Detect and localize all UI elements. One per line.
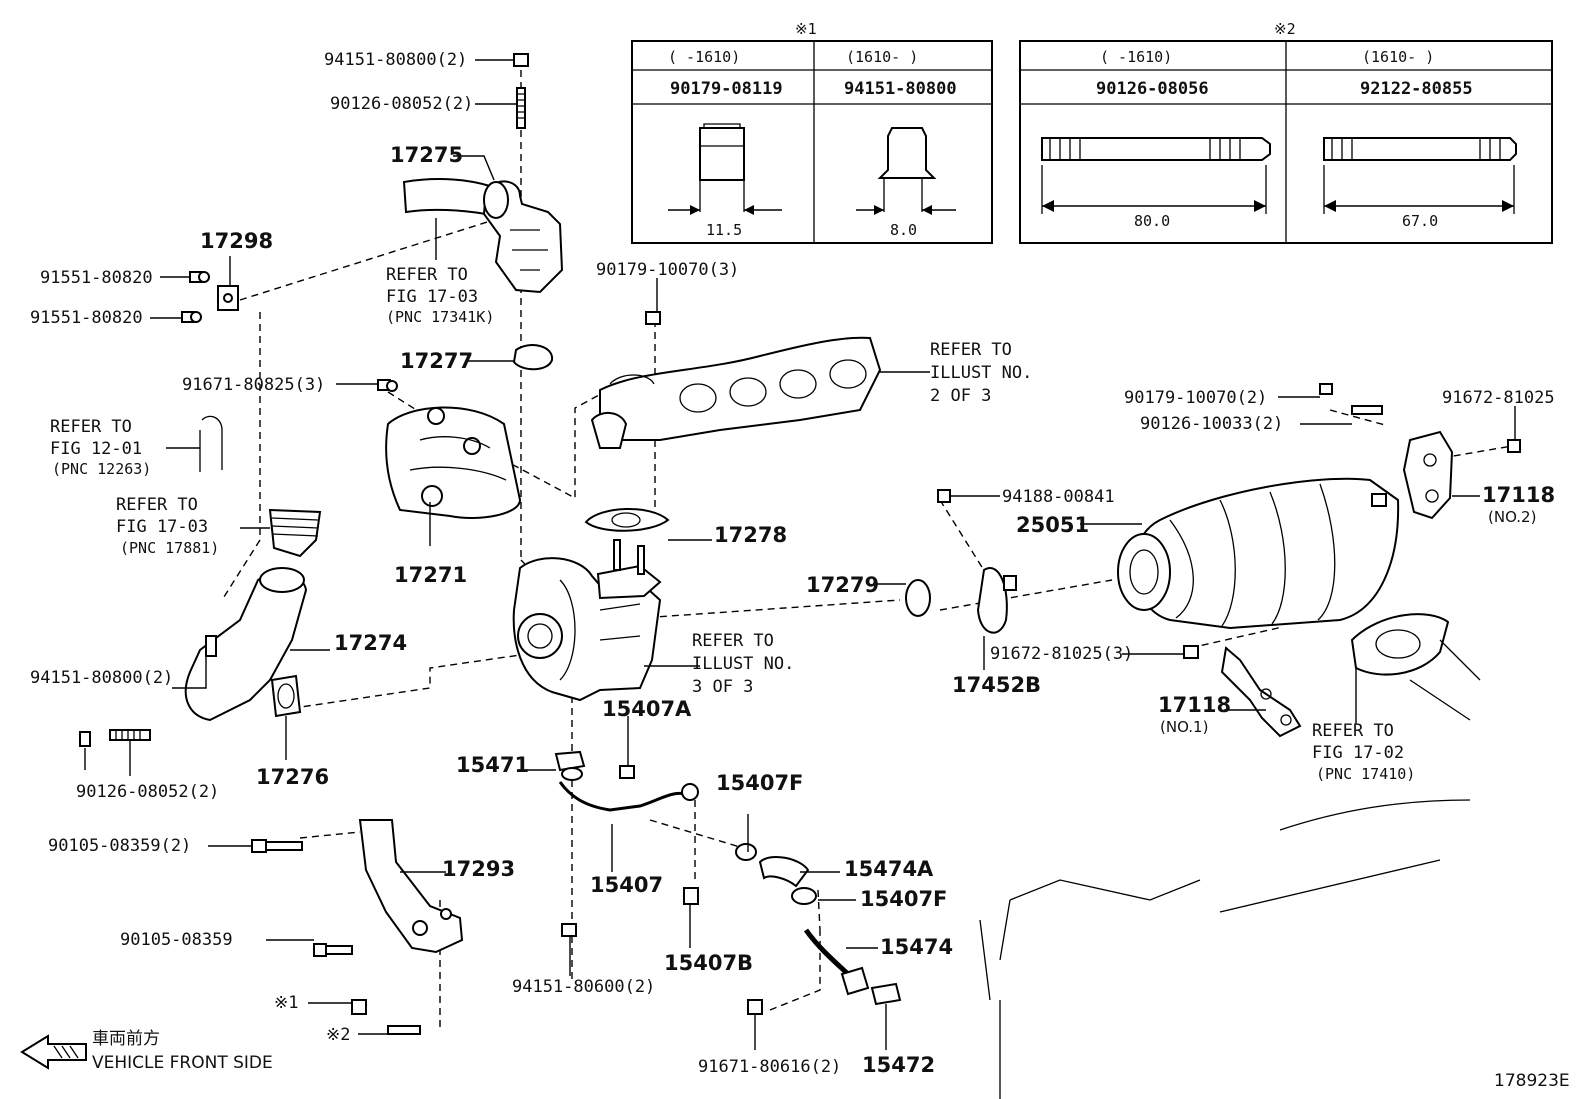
refer-fig-17-03-line2: FIG 17-03 xyxy=(386,287,478,307)
table1-col2-range: (1610- ) xyxy=(846,48,918,66)
label-90179-10070-2: 90179-10070(2) xyxy=(1124,388,1267,408)
refer-fig-17-03-line1: REFER TO xyxy=(386,265,468,285)
label-17274: 17274 xyxy=(334,631,407,655)
refer-fig-17-03-line3: (PNC 17341K) xyxy=(386,308,494,326)
label-90126-08052-left: 90126-08052(2) xyxy=(76,782,219,802)
table1-col2-part: 94151-80800 xyxy=(844,79,957,99)
table2-col1-range: ( -1610) xyxy=(1100,48,1172,66)
table2-col2-part: 92122-80855 xyxy=(1360,79,1473,99)
label-15407F-a: 15407F xyxy=(716,771,803,795)
refer-fig-17-03b-line1: REFER TO xyxy=(116,495,198,515)
label-15474A: 15474A xyxy=(844,857,934,881)
label-17278: 17278 xyxy=(714,523,787,547)
label-15472: 15472 xyxy=(862,1053,935,1077)
label-front-jp: 車両前方 xyxy=(92,1029,160,1049)
label-94151-80600: 94151-80600(2) xyxy=(512,977,655,997)
label-17279: 17279 xyxy=(806,573,879,597)
table2-mark: ※2 xyxy=(1274,20,1296,38)
refer-fig-17-02-line2: FIG 17-02 xyxy=(1312,743,1404,763)
table1-col1-part: 90179-08119 xyxy=(670,79,783,99)
label-91672-81025-3: 91672-81025(3) xyxy=(990,644,1133,664)
label-25051: 25051 xyxy=(1016,513,1089,537)
table1-col1-range: ( -1610) xyxy=(668,48,740,66)
label-note-1: ※1 xyxy=(274,993,298,1013)
vehicle-front-arrow-icon xyxy=(20,1034,87,1070)
label-91671-80616: 91671-80616(2) xyxy=(698,1057,841,1077)
label-15407A: 15407A xyxy=(602,697,692,721)
label-94188-00841: 94188-00841 xyxy=(1002,487,1115,507)
refer-fig-12-01-line2: FIG 12-01 xyxy=(50,439,142,459)
label-15471: 15471 xyxy=(456,753,529,777)
label-94151-80800-left: 94151-80800(2) xyxy=(30,668,173,688)
figure-id: 178923E xyxy=(1494,1071,1570,1091)
table1-col1-dim: 11.5 xyxy=(706,221,742,239)
label-front-en: VEHICLE FRONT SIDE xyxy=(92,1053,273,1073)
label-91551-80820-b: 91551-80820 xyxy=(30,308,143,328)
label-90105-08359: 90105-08359 xyxy=(120,930,233,950)
label-15407F-b: 15407F xyxy=(860,887,947,911)
label-17118-no1: 17118 xyxy=(1158,693,1231,717)
label-91672-81025: 91672-81025 xyxy=(1442,388,1555,408)
table2-col1-dim: 80.0 xyxy=(1134,212,1170,230)
label-17275: 17275 xyxy=(390,143,463,167)
table1-col2-dim: 8.0 xyxy=(890,221,917,239)
refer-illust-3-line2: ILLUST NO. xyxy=(692,654,794,674)
label-17452B: 17452B xyxy=(952,673,1041,697)
refer-fig-17-02-line1: REFER TO xyxy=(1312,721,1394,741)
label-15407: 15407 xyxy=(590,873,663,897)
table2-col1-part: 90126-08056 xyxy=(1096,79,1209,99)
table2-col2-dim: 67.0 xyxy=(1402,212,1438,230)
refer-fig-12-01-line3: (PNC 12263) xyxy=(52,460,151,478)
refer-illust-3-line1: REFER TO xyxy=(692,631,774,651)
label-17277: 17277 xyxy=(400,349,473,373)
label-91551-80820-a: 91551-80820 xyxy=(40,268,153,288)
table2-col2-range: (1610- ) xyxy=(1362,48,1434,66)
refer-fig-12-01-line1: REFER TO xyxy=(50,417,132,437)
refer-illust-2-line3: 2 OF 3 xyxy=(930,386,991,406)
part-labels: 94151-80800(2) 90126-08052(2) 17275 1729… xyxy=(30,50,1570,1091)
label-note-2: ※2 xyxy=(326,1025,350,1045)
label-17118-no2-sub: (NO.2) xyxy=(1488,508,1536,526)
spec-table-2: ※2 ( -1610) (1610- ) 90126-08056 92122-8… xyxy=(1019,20,1553,244)
label-17118-no2: 17118 xyxy=(1482,483,1555,507)
refer-illust-2-line1: REFER TO xyxy=(930,340,1012,360)
label-90126-08052-top: 90126-08052(2) xyxy=(330,94,473,114)
refer-fig-17-02-line3: (PNC 17410) xyxy=(1316,765,1415,783)
refer-fig-17-03b-line2: FIG 17-03 xyxy=(116,517,208,537)
refer-illust-3-line3: 3 OF 3 xyxy=(692,677,753,697)
refer-illust-2-line2: ILLUST NO. xyxy=(930,363,1032,383)
label-94151-80800-top: 94151-80800(2) xyxy=(324,50,467,70)
label-17298: 17298 xyxy=(200,229,273,253)
label-90179-10070-3: 90179-10070(3) xyxy=(596,260,739,280)
label-91671-80825: 91671-80825(3) xyxy=(182,375,325,395)
table1-mark: ※1 xyxy=(795,20,817,38)
label-15407B: 15407B xyxy=(664,951,753,975)
label-90105-08359-2: 90105-08359(2) xyxy=(48,836,191,856)
label-17293: 17293 xyxy=(442,857,515,881)
label-17271: 17271 xyxy=(394,563,467,587)
refer-fig-17-03b-line3: (PNC 17881) xyxy=(120,539,219,557)
leader-lines xyxy=(84,59,1516,1050)
label-90126-10033: 90126-10033(2) xyxy=(1140,414,1283,434)
spec-table-1: ※1 ( -1610) (1610- ) 90179-08119 94151-8… xyxy=(631,20,993,244)
part-drawings xyxy=(79,53,1521,1099)
label-17118-no1-sub: (NO.1) xyxy=(1160,718,1208,736)
label-15474: 15474 xyxy=(880,935,953,959)
label-17276: 17276 xyxy=(256,765,329,789)
